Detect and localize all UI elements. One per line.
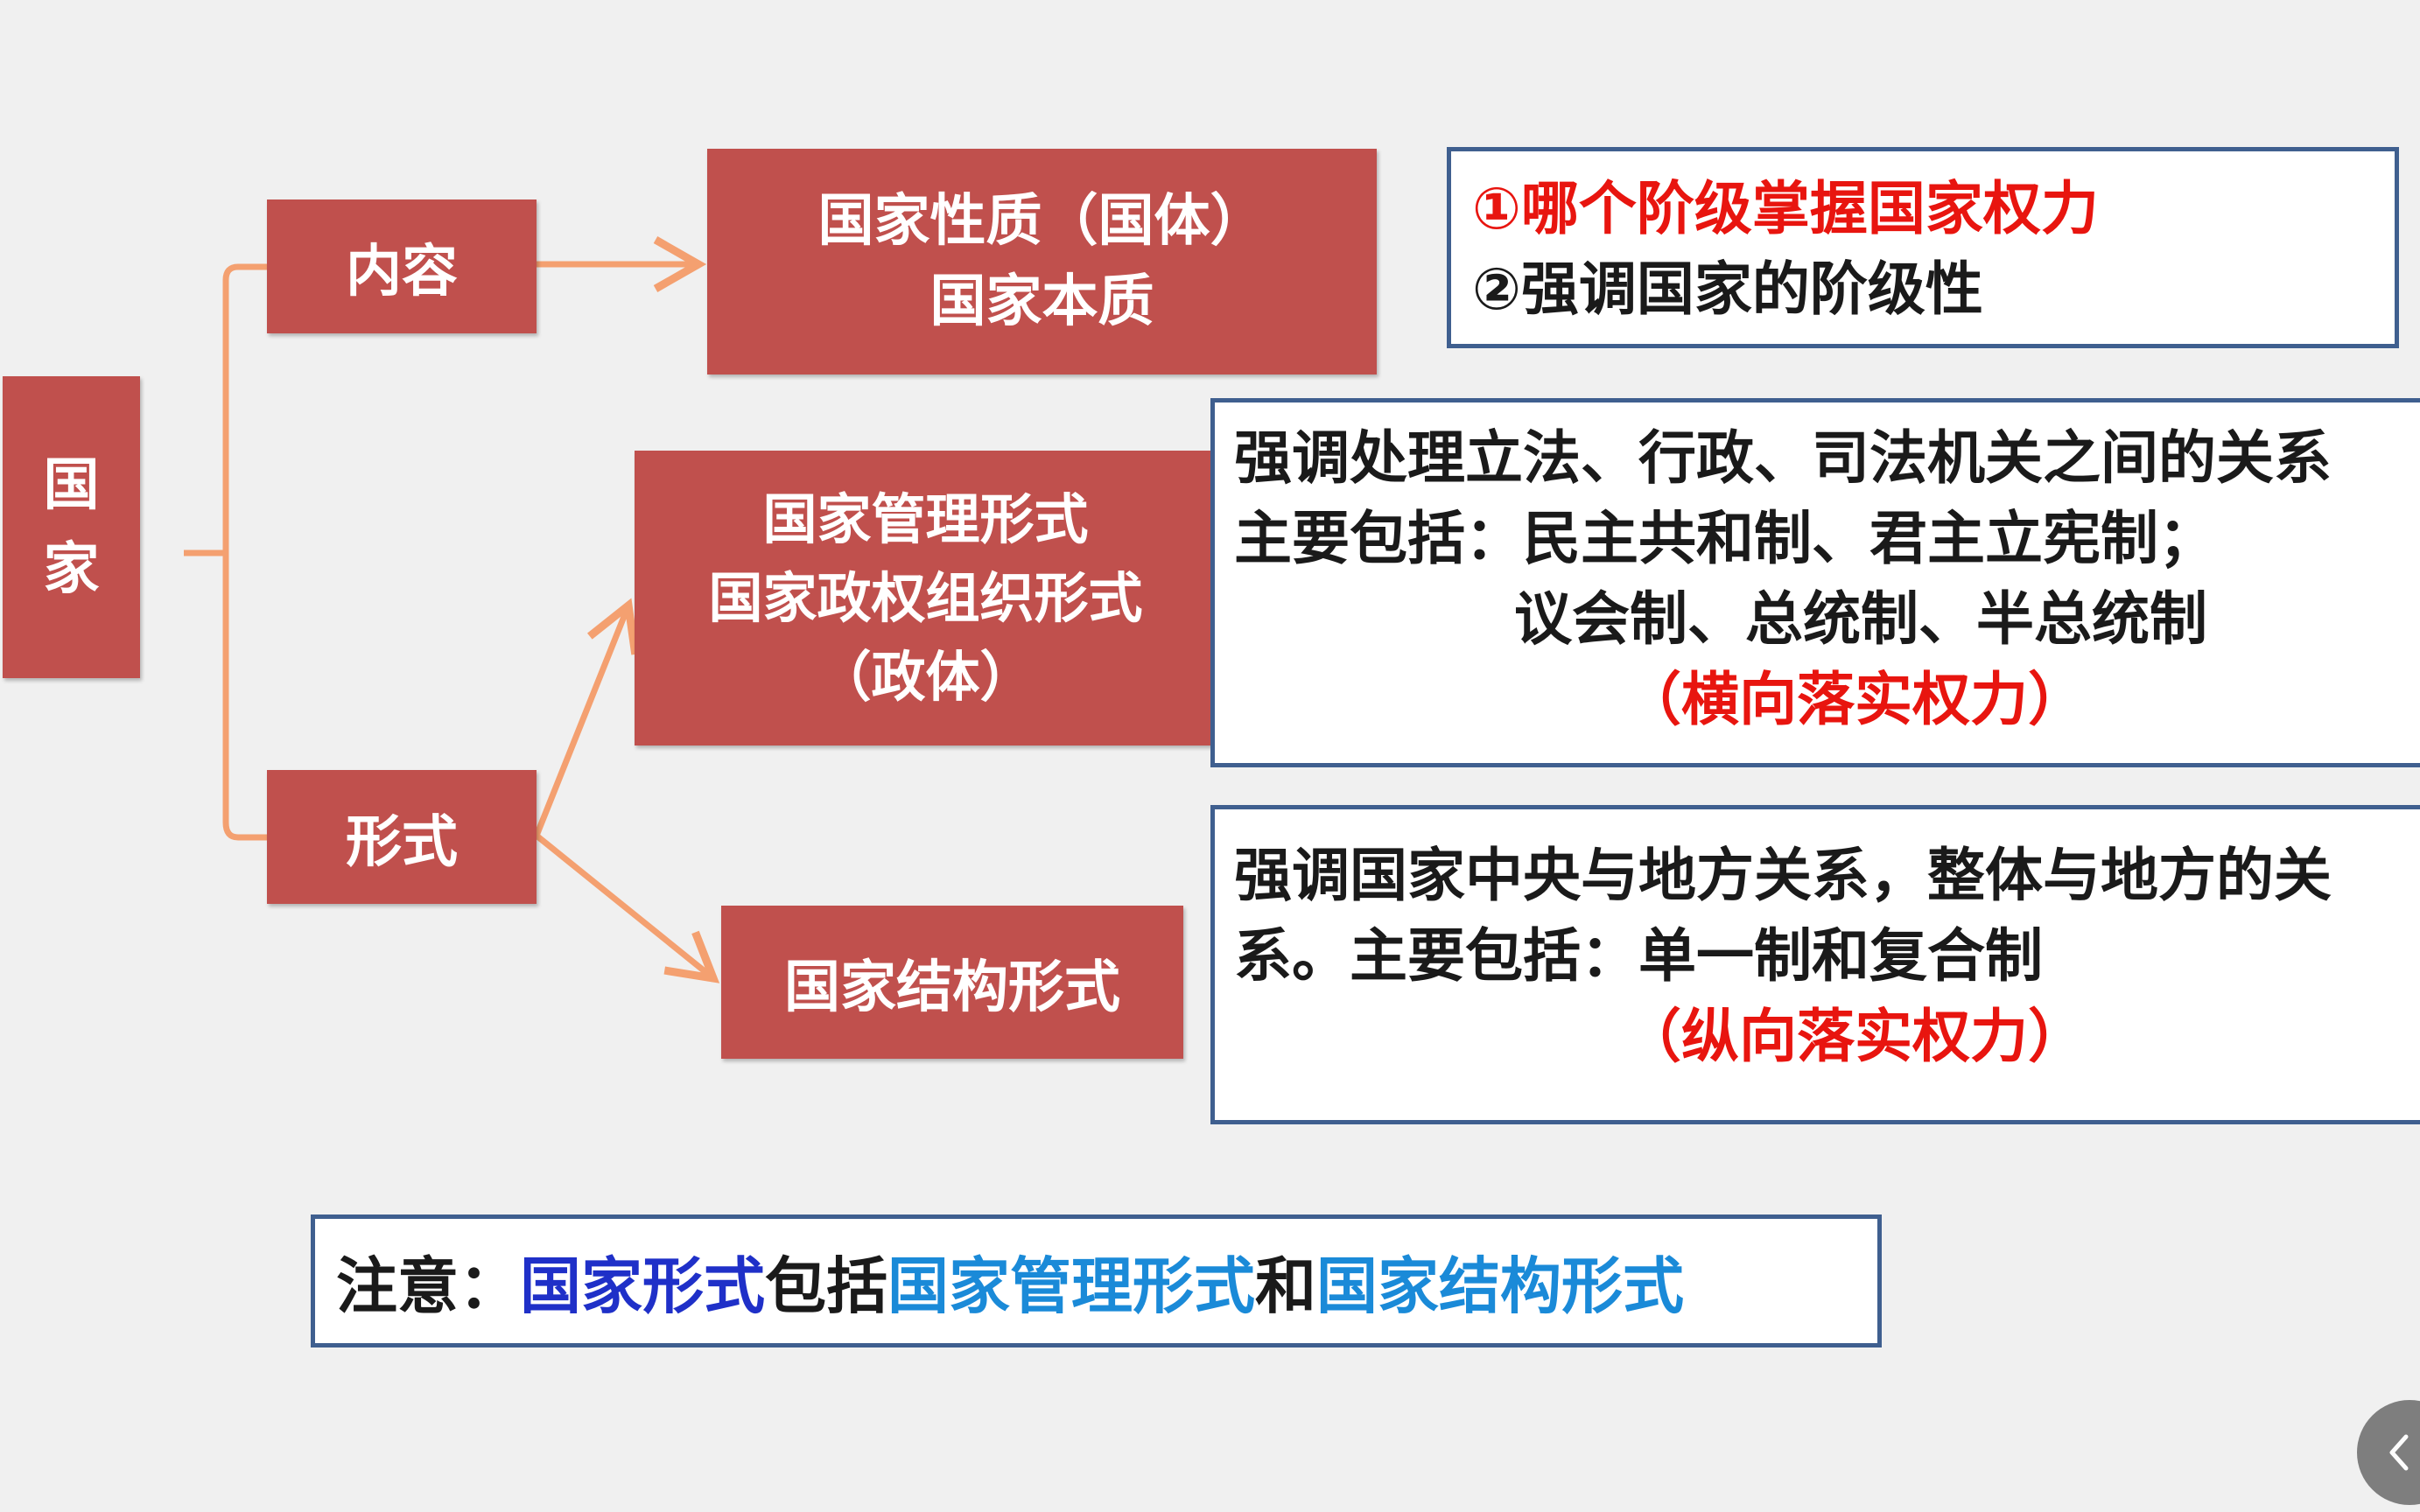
chevron-left-icon	[2389, 1434, 2409, 1471]
node-structure-form: 国家结构形式	[721, 906, 1183, 1059]
note-structure-line-2: 系。主要包括：单一制和复合制	[1234, 922, 2043, 990]
footer-connector-1: 包括	[765, 1250, 887, 1322]
node-government-line-2: 国家政权组织形式	[708, 565, 1143, 630]
note-government-line-2: 主要包括：民主共和制、君主立宪制；	[1234, 505, 2216, 572]
footer-prefix: 注意：	[336, 1250, 520, 1322]
node-state-nature: 国家性质（国体） 国家本质	[707, 149, 1377, 374]
arrow-form-to-government	[533, 598, 640, 837]
node-nature-line-1: 国家性质（国体）	[817, 189, 1266, 254]
root-node-state: 国家	[3, 376, 140, 678]
footer-note: 注意： 国家形式 包括 国家管理形式 和 国家结构形式	[311, 1214, 1882, 1348]
footer-connector-2: 和	[1255, 1250, 1316, 1322]
node-nature-line-2: 国家本质	[929, 270, 1154, 334]
root-node-label: 国家	[43, 452, 100, 602]
branch-node-content: 内容	[267, 200, 537, 333]
node-government-form: 国家管理形式 国家政权组织形式 （政体）	[635, 451, 1217, 746]
branch-node-form: 形式	[267, 770, 537, 904]
note-nature-line-2: ②强调国家的阶级性	[1472, 256, 1983, 323]
footer-term-structure: 国家结构形式	[1316, 1250, 1684, 1322]
footer-term-form: 国家形式	[520, 1250, 765, 1322]
arrow-form-to-structure	[534, 833, 720, 984]
note-box-structure: 强调国家中央与地方关系，整体与地方的关 系。主要包括：单一制和复合制 （纵向落实…	[1210, 805, 2420, 1124]
node-government-line-1: 国家管理形式	[762, 486, 1089, 551]
nav-back-button[interactable]	[2357, 1400, 2420, 1505]
note-government-line-4: （横向落实权力）	[1624, 666, 2086, 733]
branch-content-label: 内容	[346, 239, 458, 304]
note-box-government: 强调处理立法、行政、司法机关之间的关系 主要包括：民主共和制、君主立宪制； 议会…	[1210, 398, 2420, 767]
footer-term-government: 国家管理形式	[887, 1250, 1255, 1322]
node-structure-label: 国家结构形式	[784, 955, 1120, 1020]
branch-form-label: 形式	[346, 809, 458, 875]
bracket-line	[222, 263, 267, 841]
note-box-nature: ①哪个阶级掌握国家权力 ②强调国家的阶级性	[1447, 147, 2399, 348]
note-government-line-3: 议会制、总统制、半总统制	[1514, 585, 2207, 653]
note-structure-line-1: 强调国家中央与地方关系，整体与地方的关	[1234, 842, 2332, 909]
note-nature-line-1: ①哪个阶级掌握国家权力	[1472, 175, 2099, 242]
note-government-line-1: 强调处理立法、行政、司法机关之间的关系	[1234, 424, 2332, 492]
node-government-line-3: （政体）	[817, 644, 1035, 709]
note-structure-line-3: （纵向落实权力）	[1624, 1003, 2086, 1070]
